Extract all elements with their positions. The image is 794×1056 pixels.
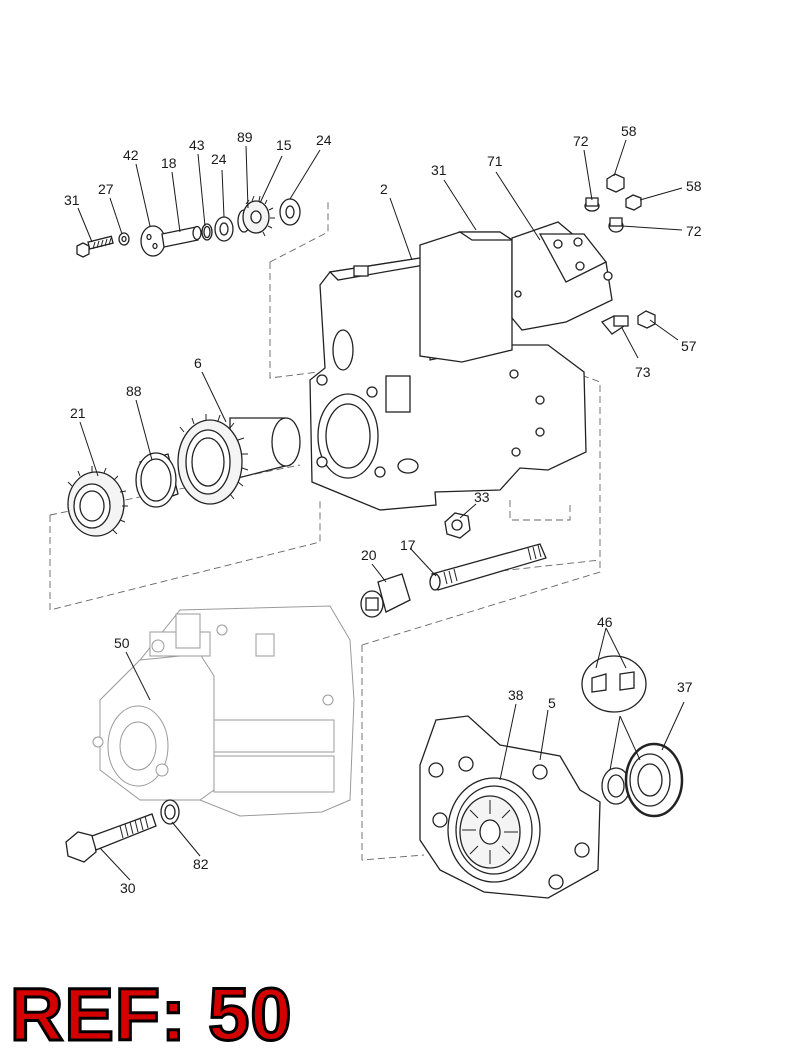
nut-57 (637, 310, 656, 329)
callout-72-top: 72 (573, 133, 589, 149)
washer-24-right (279, 198, 301, 226)
callout-58-top: 58 (621, 123, 637, 139)
sprocket-89-15 (237, 195, 275, 237)
fitting-72-top (584, 197, 600, 212)
callout-2: 2 (380, 181, 388, 197)
callout-31-housing: 31 (431, 162, 447, 178)
callout-30: 30 (120, 880, 136, 896)
callout-58-right: 58 (686, 178, 702, 194)
leader-lines (77, 139, 685, 881)
callout-24-left: 24 (211, 151, 227, 167)
bolt-30 (65, 813, 157, 863)
seal-46-detail (581, 655, 647, 713)
washer-24-left (214, 216, 234, 242)
callout-43: 43 (189, 137, 205, 153)
bolt-31-top (76, 235, 114, 258)
callout-24-right: 24 (316, 132, 332, 148)
callout-88: 88 (126, 383, 142, 399)
flange-42 (140, 225, 166, 257)
callout-71: 71 (487, 153, 503, 169)
o-ring-43 (201, 223, 213, 241)
bushing-88 (135, 452, 179, 508)
fitting-72-lower (608, 217, 624, 233)
nut-33 (444, 512, 471, 539)
callout-21: 21 (70, 405, 86, 421)
housing-2 (309, 231, 587, 511)
callout-33: 33 (474, 489, 490, 505)
callout-72-right: 72 (686, 223, 702, 239)
callout-50: 50 (114, 635, 130, 651)
washer-27 (118, 232, 130, 246)
callout-6: 6 (194, 355, 202, 371)
reference-label: REF: 50 (9, 973, 294, 1056)
block-71 (511, 221, 613, 331)
nut-58-mid (625, 194, 642, 211)
shaft-18 (161, 225, 202, 248)
washer-82 (160, 799, 180, 825)
callout-73: 73 (635, 364, 651, 380)
callout-18: 18 (161, 155, 177, 171)
pump-assembly-50-ghost (92, 605, 355, 817)
callout-57: 57 (681, 338, 697, 354)
callout-17: 17 (400, 537, 416, 553)
elbow-73 (600, 315, 629, 335)
coupling-20 (360, 573, 411, 618)
callout-31-top-left: 31 (64, 192, 80, 208)
nut-58-top (606, 173, 625, 193)
callout-37: 37 (677, 679, 693, 695)
callout-46: 46 (597, 614, 613, 630)
callout-89: 89 (237, 129, 253, 145)
callout-27: 27 (98, 181, 114, 197)
flange-5 (419, 715, 601, 899)
callout-42: 42 (123, 147, 139, 163)
callout-82: 82 (193, 856, 209, 872)
gear-21 (67, 466, 128, 537)
callout-15: 15 (276, 137, 292, 153)
callout-labels: 31 27 42 18 43 24 89 15 24 2 31 71 72 58… (64, 123, 702, 896)
callout-20: 20 (361, 547, 377, 563)
callout-5: 5 (548, 695, 556, 711)
seal-37 (601, 742, 684, 818)
stud-17 (429, 543, 547, 591)
callout-38: 38 (508, 687, 524, 703)
gear-6 (177, 414, 301, 505)
